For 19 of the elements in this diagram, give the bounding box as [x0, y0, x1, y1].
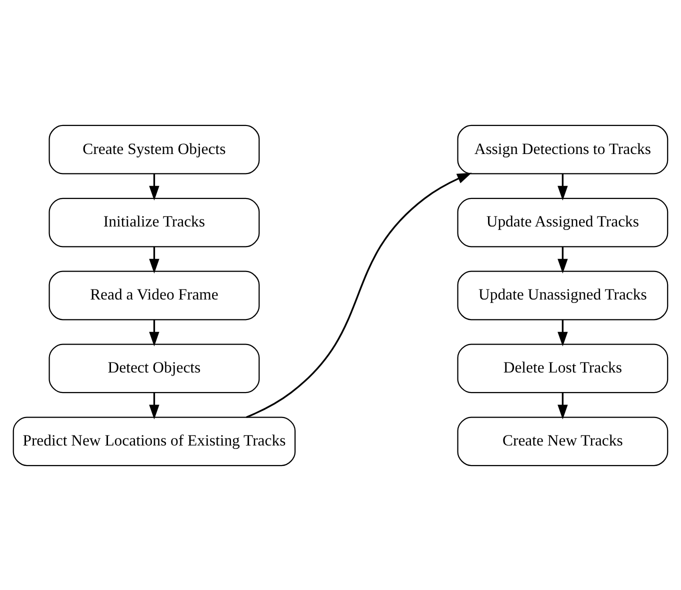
node-box: Assign Detections to Tracks [457, 124, 668, 174]
node-box: Create New Tracks [457, 416, 668, 466]
arrow [558, 392, 568, 419]
arrow [149, 173, 160, 200]
node-box: Detect Objects [48, 343, 260, 393]
arrow [149, 392, 160, 419]
arrow [558, 319, 568, 346]
arrow [558, 246, 568, 273]
node-box: Update Assigned Tracks [457, 197, 668, 247]
node-box: Create System Objects [48, 124, 260, 174]
arrow [558, 173, 568, 200]
arrow [149, 319, 160, 346]
arrow [149, 246, 160, 273]
arrow [246, 172, 472, 418]
node-box: Update Unassigned Tracks [457, 270, 668, 320]
node-box: Delete Lost Tracks [457, 343, 668, 393]
node-box: Read a Video Frame [48, 270, 260, 320]
node-box: Predict New Locations of Existing Tracks [12, 416, 296, 466]
node-box: Initialize Tracks [48, 197, 260, 247]
